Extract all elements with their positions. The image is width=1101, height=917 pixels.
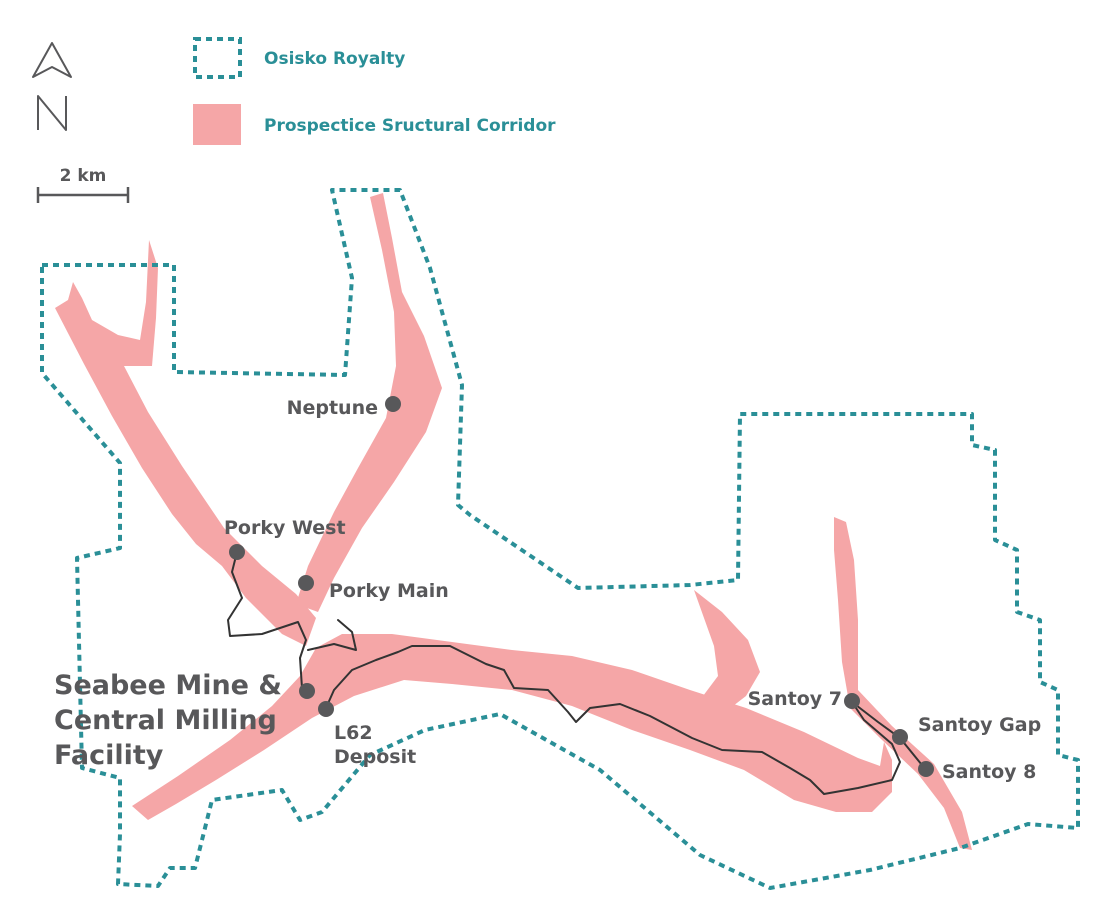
- label-santoy-gap: Santoy Gap: [918, 714, 1041, 736]
- label-neptune: Neptune: [287, 397, 378, 419]
- corridor-se-wedge: [672, 590, 760, 724]
- road-porky-main: [307, 619, 357, 651]
- label-porky-west: Porky West: [224, 517, 346, 539]
- label-seabee-line1: Seabee Mine &: [54, 670, 282, 701]
- label-porky-main: Porky Main: [329, 580, 449, 602]
- legend-royalty-label: Osisko Royalty: [264, 49, 405, 69]
- label-santoy8: Santoy 8: [942, 761, 1036, 783]
- site-marker-seabee: [299, 683, 315, 699]
- site-marker-porky-west: [229, 544, 245, 560]
- site-marker-santoy8: [918, 761, 934, 777]
- north-n-icon: [37, 95, 67, 131]
- roads: [227, 551, 927, 795]
- road-main: [325, 645, 901, 795]
- label-l62-line1: L62: [334, 722, 373, 744]
- site-marker-neptune: [385, 396, 401, 412]
- corridor-santoy-branch: [834, 517, 972, 850]
- corridor-main: [132, 634, 892, 820]
- site-marker-l62: [318, 701, 334, 717]
- site-marker-porky-main: [298, 575, 314, 591]
- legend-corridor-swatch: [193, 104, 241, 145]
- north-arrow-icon: [32, 42, 72, 78]
- label-l62-line2: Deposit: [334, 746, 416, 768]
- north-arrow: [32, 42, 72, 131]
- corridor-nw-branch: [55, 240, 316, 646]
- site-marker-santoy7: [844, 693, 860, 709]
- label-santoy7: Santoy 7: [748, 688, 842, 710]
- legend-royalty-swatch: [193, 37, 242, 79]
- road-porky-west: [227, 551, 307, 689]
- road-santoy: [851, 701, 927, 771]
- scale-bar-label: 2 km: [60, 166, 107, 186]
- legend-corridor-label: Prospectice Sructural Corridor: [264, 116, 556, 136]
- label-seabee-line2: Central Milling: [54, 705, 277, 736]
- scale-bar: [36, 187, 130, 203]
- royalty-boundary: [40, 188, 1080, 890]
- site-markers: [229, 396, 934, 777]
- label-seabee-line3: Facility: [54, 740, 164, 771]
- structural-corridor: [55, 193, 972, 850]
- site-marker-santoy-gap: [892, 729, 908, 745]
- corridor-neptune-branch: [296, 193, 442, 612]
